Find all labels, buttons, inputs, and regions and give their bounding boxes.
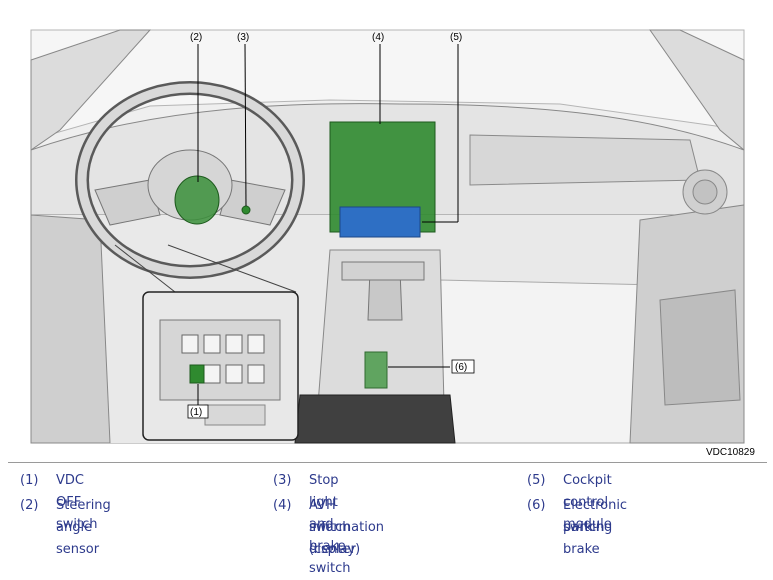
steering-wheel-spokes [94, 179, 286, 226]
center-armrest [294, 394, 456, 444]
legend-number: (5) [527, 473, 546, 488]
hvac-controls [341, 261, 425, 281]
steering-angle-sensor-highlight [174, 175, 220, 225]
left-door-panel [30, 214, 111, 444]
separator-line [8, 462, 767, 463]
legend-number: (3) [273, 473, 292, 488]
right-dash-panel [469, 134, 701, 186]
legend-label: Cockpit control module [563, 473, 612, 532]
dashboard-illustration: (1) (2) (3) (4) (5) (6) [30, 29, 745, 444]
figure-code: VDC10829 [706, 447, 755, 458]
right-a-pillar [649, 29, 745, 152]
stop-light-switch-highlight [241, 205, 251, 215]
legend-label-line2: information display) [309, 520, 385, 557]
legend-number: (4) [273, 498, 292, 513]
right-door-pocket [659, 289, 741, 406]
vdc-off-switch-highlight [189, 364, 205, 384]
legend-label: VDC OFF switch [56, 473, 98, 532]
callout-3: (3) [237, 32, 249, 43]
legend-label: Steering angle sensor [56, 498, 111, 557]
epb-switch-highlight [364, 351, 388, 389]
callout-5: (5) [450, 32, 462, 43]
callout-6: (6) [455, 362, 467, 373]
legend-number: (2) [20, 498, 39, 513]
callout-2: (2) [190, 32, 202, 43]
cockpit-control-module-highlight [339, 206, 421, 238]
callout-4: (4) [372, 32, 384, 43]
inset-switch-grid [181, 334, 265, 384]
legend-number: (1) [20, 473, 39, 488]
callout-1: (1) [190, 407, 202, 418]
left-a-pillar [30, 29, 152, 151]
legend-number: (6) [527, 498, 546, 513]
legend-label-line2: switch [563, 520, 605, 535]
